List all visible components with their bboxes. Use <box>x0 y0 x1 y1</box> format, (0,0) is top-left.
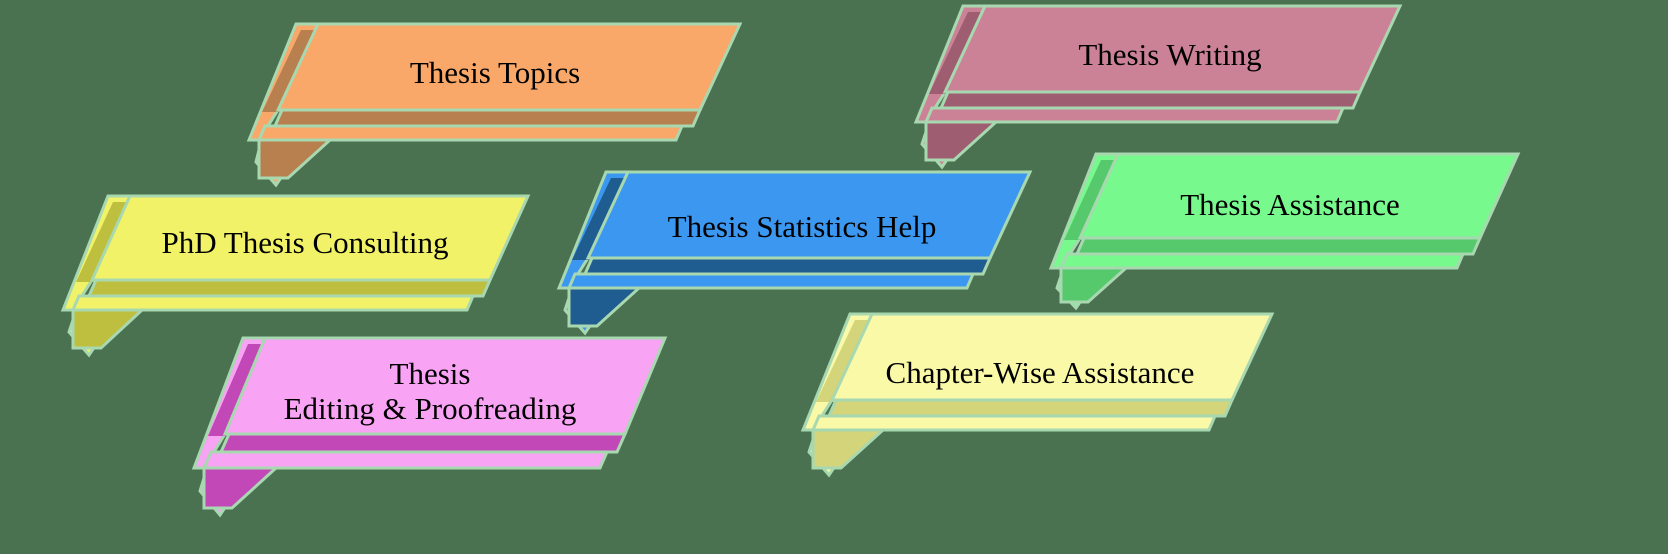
ribbon-label-chapter-wise-assistance: Chapter-Wise Assistance <box>820 355 1260 391</box>
ribbon-label-thesis-assistance: Thesis Assistance <box>1080 187 1500 223</box>
ribbon-tail-lower-fold <box>563 296 612 336</box>
ribbon-tail-notch <box>257 138 334 180</box>
ribbon-tail-notch <box>811 428 887 470</box>
ribbon-under-strip <box>256 124 685 142</box>
ribbon-tail-lower-fold <box>254 148 303 188</box>
ribbon-under-strip <box>1058 252 1466 270</box>
ribbon-under-strip <box>566 272 976 290</box>
ribbon-shadow-strip <box>218 432 628 454</box>
ribbon-under-strip <box>70 294 476 312</box>
ribbon-tail-lower-fold <box>67 318 116 358</box>
ribbon-shadow-strip <box>86 278 493 298</box>
ribbon-under-strip <box>923 106 1346 124</box>
ribbon-tail-notch <box>1059 266 1130 304</box>
ribbon-tail-notch <box>567 286 643 328</box>
ribbon-under-strip <box>201 450 610 470</box>
ribbon-tail-notch <box>71 308 146 350</box>
ribbon-tail-lower-fold <box>1055 274 1101 311</box>
ribbon-shadow-strip <box>1074 236 1483 256</box>
ribbon-label-line: Thesis Assistance <box>1180 187 1400 222</box>
ribbon-label-thesis-topics: Thesis Topics <box>285 55 705 91</box>
ribbon-tail-lower-fold <box>920 130 969 170</box>
ribbon-shadow-strip <box>272 108 703 128</box>
ribbon-under-strip <box>810 414 1218 432</box>
ribbon-label-line: Thesis Statistics Help <box>667 209 937 244</box>
ribbon-tail-notch <box>202 466 280 510</box>
ribbon-tail-lower-fold <box>807 438 856 478</box>
ribbon-label-line: Thesis <box>389 356 471 391</box>
ribbon-label-line: Thesis Topics <box>409 55 581 90</box>
ribbon-tail-notch <box>924 120 1000 162</box>
ribbon-label-line: Editing & Proofreading <box>283 390 577 426</box>
ribbon-shadow-strip <box>582 256 993 276</box>
ribbon-label-line: PhD Thesis Consulting <box>161 225 449 260</box>
ribbon-label-line: Chapter-Wise Assistance <box>885 355 1195 390</box>
ribbon-label-phd-thesis-consulting: PhD Thesis Consulting <box>90 225 520 261</box>
ribbon-label-line: Thesis Writing <box>1078 37 1262 72</box>
ribbon-label-thesis-statistics-help: Thesis Statistics Help <box>587 209 1017 245</box>
ribbon-label-thesis-writing: Thesis Writing <box>960 37 1380 73</box>
ribbon-tail-lower-fold <box>198 476 248 518</box>
ribbon-shadow-strip <box>938 90 1363 110</box>
ribbon-shadow-strip <box>826 398 1235 418</box>
